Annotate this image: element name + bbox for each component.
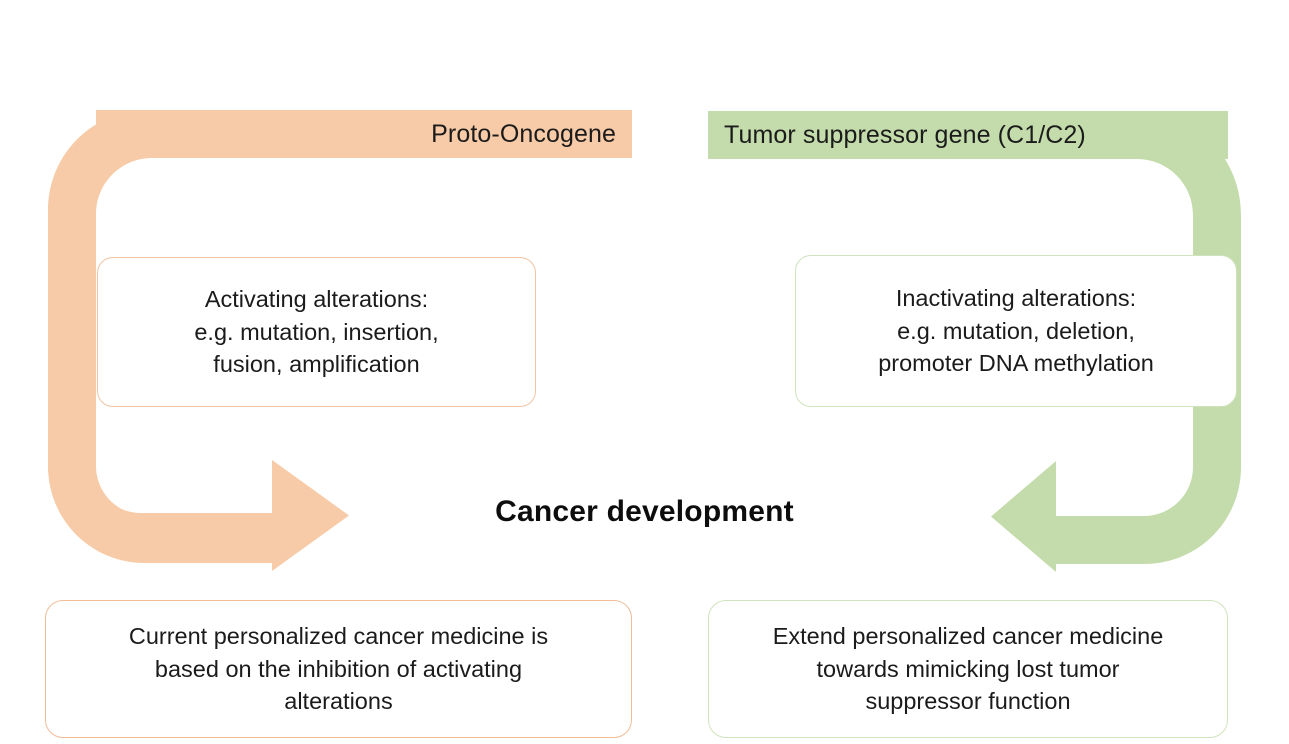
current-medicine-text: Current personalized cancer medicine is …	[129, 620, 548, 719]
tumor-suppressor-header-bar: Tumor suppressor gene (C1/C2)	[708, 111, 1228, 159]
current-medicine-outcome-box: Current personalized cancer medicine is …	[45, 600, 632, 738]
activating-alterations-heading: Activating alterations:	[204, 286, 429, 313]
activating-alterations-line-2: fusion, amplification	[213, 351, 420, 378]
proto-oncogene-header-bar: Proto-Oncogene	[96, 110, 632, 158]
tumor-suppressor-label: Tumor suppressor gene (C1/C2)	[724, 120, 1086, 149]
activating-alterations-line-1: e.g. mutation, insertion,	[194, 318, 439, 345]
extend-medicine-outcome-box: Extend personalized cancer medicine towa…	[708, 600, 1228, 738]
current-medicine-line-2: based on the inhibition of activating	[154, 655, 523, 682]
inactivating-alterations-line-1: e.g. mutation, deletion,	[897, 317, 1135, 344]
inactivating-alterations-heading: Inactivating alterations:	[895, 285, 1137, 312]
proto-oncogene-label: Proto-Oncogene	[431, 119, 616, 148]
current-medicine-line-3: alterations	[284, 688, 393, 715]
current-medicine-line-1: Current personalized cancer medicine is	[128, 622, 549, 649]
extend-medicine-line-1: Extend personalized cancer medicine	[772, 622, 1164, 649]
cancer-development-title: Cancer development	[495, 495, 794, 528]
activating-alterations-box: Activating alterations: e.g. mutation, i…	[97, 257, 536, 407]
inactivating-alterations-line-2: promoter DNA methylation	[878, 350, 1154, 377]
inactivating-alterations-box: Inactivating alterations: e.g. mutation,…	[795, 255, 1237, 407]
extend-medicine-text: Extend personalized cancer medicine towa…	[773, 620, 1164, 719]
extend-medicine-line-2: towards mimicking lost tumor	[816, 655, 1120, 682]
extend-medicine-line-3: suppressor function	[865, 688, 1071, 715]
